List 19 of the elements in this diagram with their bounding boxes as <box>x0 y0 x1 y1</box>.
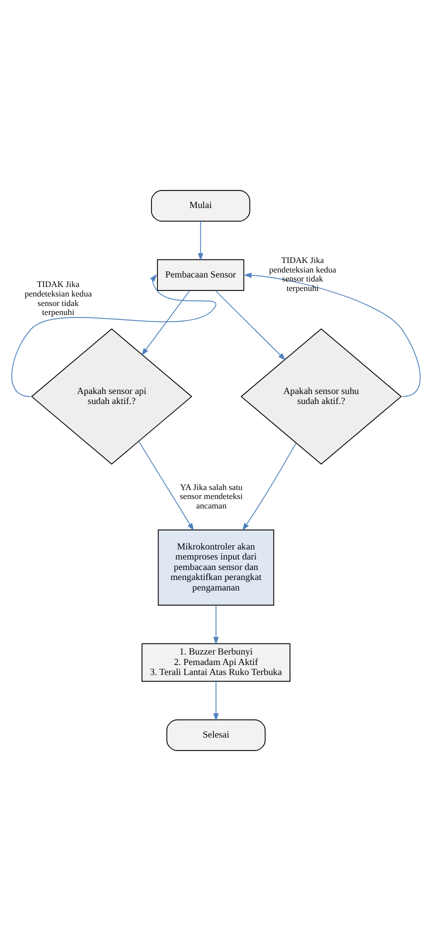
arrow <box>213 681 219 721</box>
arrow <box>11 274 216 397</box>
node-box: Pembacaan Sensor <box>156 259 244 291</box>
arrow <box>141 290 190 356</box>
edge-label: YA Jika salah satu sensor mendeteksi ancaman <box>180 482 243 511</box>
arrow <box>242 442 296 531</box>
node-diamond: Apakah sensor api sudah aktif.? <box>31 328 192 465</box>
node-diamond: Apakah sensor suhu sudah aktif.? <box>240 328 402 465</box>
edge-label: TIDAK Jika pendeteksian kedua sensor tidak terpenuhi <box>269 254 336 294</box>
edge-label: TIDAK Jika pendeteksian kedua sensor tidak terpenuhi <box>24 279 92 318</box>
arrow <box>198 220 204 261</box>
node-box: Mulai <box>151 190 250 222</box>
node-box: Mikrokontroler akan memproses input dari pembacaan sensor dan mengaktifkan perangkat pengamanan <box>158 530 274 606</box>
node-box: Selesai <box>166 719 266 751</box>
arrow <box>214 290 286 360</box>
arrow <box>244 272 421 397</box>
arrow <box>138 441 194 531</box>
arrow <box>213 604 219 645</box>
node-box: 1. Buzzer Berbunyi 2. Pemadam Api Aktif 3. Terali Lantai Atas Ruko Terbuka <box>142 643 290 682</box>
